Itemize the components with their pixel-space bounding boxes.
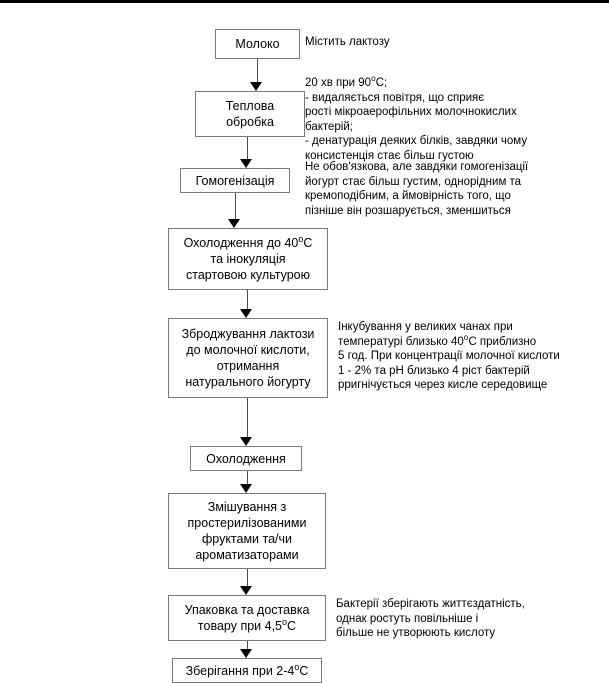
connector-cooling-inoculation-to-fermentation xyxy=(247,290,248,310)
arrowhead-mixing-to-packaging xyxy=(240,586,252,595)
flow-node-milk[interactable]: Молоко xyxy=(215,29,300,59)
arrowhead-heat-to-homogenization xyxy=(240,159,252,168)
connector-cooling-to-mixing xyxy=(247,471,248,485)
flow-node-homogenization[interactable]: Гомогенізація xyxy=(180,168,290,193)
flow-node-mixing-label: Змішування з простерилізованими фруктами… xyxy=(187,500,307,562)
flow-node-storage[interactable]: Зберігання при 2-4oC xyxy=(172,658,322,683)
flow-node-milk-label: Молоко xyxy=(235,37,280,51)
flow-node-cooling-inoculation[interactable]: Охолодження до 40oC та інокуляція старто… xyxy=(168,228,328,290)
arrowhead-milk-to-heat xyxy=(250,82,262,91)
annotation-fermentation: Інкубування у великих чанах при температ… xyxy=(338,321,560,392)
flow-node-homogenization-label: Гомогенізація xyxy=(195,173,275,188)
connector-homogenization-to-cooling-inoculation xyxy=(235,193,236,220)
annotation-homogenization: Не обов'язкова, але завдяки гомогенізаці… xyxy=(305,161,529,217)
annotation-milk: Містить лактозу xyxy=(305,36,390,48)
arrowhead-cooling-to-mixing xyxy=(240,484,252,493)
connector-heat-to-homogenization xyxy=(247,137,248,160)
annotation-heat-treatment: 20 хв при 90oC; - видаляється повітря, щ… xyxy=(305,74,528,162)
flow-node-packaging-label: Упаковка та доставка товару при 4,5oC xyxy=(184,603,310,633)
flow-node-heat-treatment-label: Теплова обробка xyxy=(225,99,275,129)
arrowhead-cooling-inoculation-to-fermentation xyxy=(240,309,252,318)
connector-fermentation-to-cooling xyxy=(247,398,248,438)
flow-node-mixing[interactable]: Змішування з простерилізованими фруктами… xyxy=(168,493,326,569)
annotation-packaging: Бактерії зберігають життєздатність, одна… xyxy=(336,598,525,640)
connector-milk-to-heat xyxy=(257,59,258,83)
flow-node-packaging[interactable]: Упаковка та доставка товару при 4,5oC xyxy=(168,595,326,641)
arrowhead-fermentation-to-cooling xyxy=(240,437,252,446)
flow-node-cooling-label: Охолодження xyxy=(206,451,286,466)
degree-symbol: o xyxy=(371,74,376,84)
arrowhead-homogenization-to-cooling-inoculation xyxy=(228,219,240,228)
connector-mixing-to-packaging xyxy=(247,569,248,587)
flow-node-storage-label: Зберігання при 2-4oC xyxy=(185,661,309,678)
degree-symbol: o xyxy=(298,233,304,244)
arrowhead-packaging-to-storage xyxy=(240,649,252,658)
degree-symbol: o xyxy=(294,661,300,672)
flow-node-fermentation-label: Зброджування лактози до молочної кислоти… xyxy=(181,327,315,389)
flow-node-heat-treatment[interactable]: Теплова обробка xyxy=(195,91,305,137)
degree-symbol: o xyxy=(282,616,288,627)
degree-symbol: o xyxy=(463,332,469,342)
flow-node-cooling[interactable]: Охолодження xyxy=(190,446,302,471)
flow-node-cooling-inoculation-label: Охолодження до 40oC та інокуляція старто… xyxy=(183,233,313,282)
connector-packaging-to-storage xyxy=(247,641,248,650)
flow-node-fermentation[interactable]: Зброджування лактози до молочної кислоти… xyxy=(168,318,328,398)
